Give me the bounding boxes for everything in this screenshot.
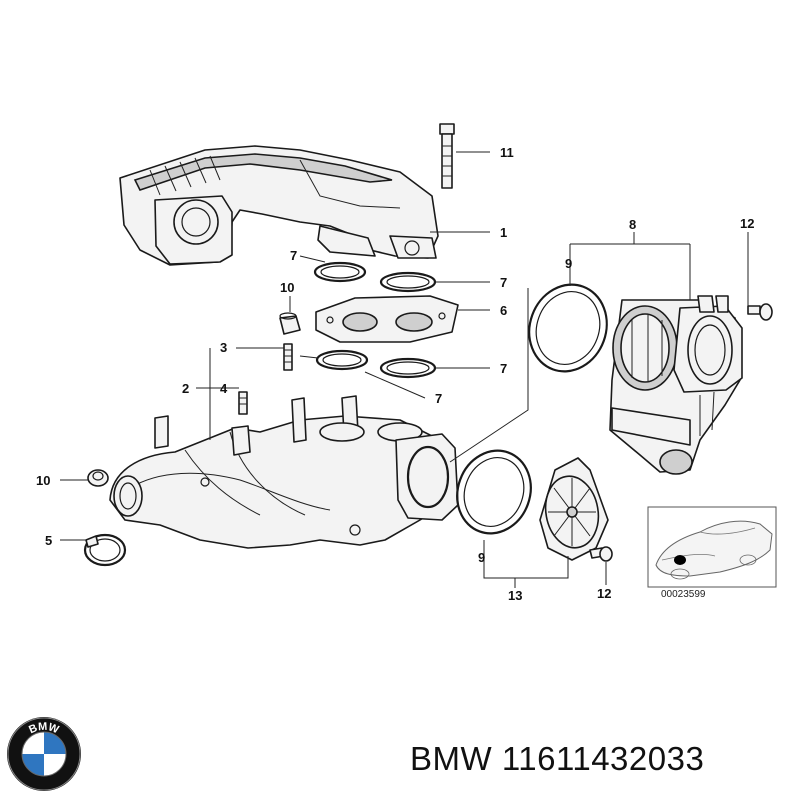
stud-3: [283, 343, 293, 371]
callout-numbers: 11 1 7 7 10 6 3 7 2 4 7 10 5 8 9 12 9 13…: [36, 145, 754, 603]
hose-clamp: [83, 533, 127, 567]
callout-7c: 7: [500, 361, 507, 376]
callout-3: 3: [220, 340, 227, 355]
location-inset: 00023599: [647, 506, 777, 600]
upper-intake-manifold: [119, 145, 439, 266]
diagram-number: 00023599: [661, 589, 706, 600]
callout-9b: 9: [478, 550, 485, 565]
o-rings-upper: [313, 261, 437, 293]
callout-5: 5: [45, 533, 52, 548]
gasket-9-upper: [528, 283, 608, 373]
gasket-plate: [315, 295, 459, 343]
callout-12a: 12: [740, 216, 754, 231]
o-rings-lower: [315, 349, 437, 379]
lower-intake-manifold: [109, 395, 459, 549]
callout-13: 13: [508, 588, 522, 603]
leader-lines: [60, 151, 749, 588]
bmw-logo: BMW: [7, 717, 81, 791]
bolt-11: [439, 123, 455, 189]
callout-4: 4: [220, 381, 228, 396]
callout-10b: 10: [36, 473, 50, 488]
part-number: 11611432033: [501, 740, 705, 777]
callout-7a: 7: [290, 248, 297, 263]
part-caption: BMW 11611432033: [410, 740, 704, 778]
screw-12-lower: [589, 546, 613, 562]
callout-7d: 7: [435, 391, 442, 406]
callout-8: 8: [629, 217, 636, 232]
throttle-cover: [539, 457, 609, 561]
throttle-housing: [609, 295, 743, 475]
callout-11: 11: [500, 145, 514, 160]
stud-4: [238, 391, 248, 415]
callout-12b: 12: [597, 586, 611, 601]
brand-name: BMW: [410, 740, 493, 777]
callout-9a: 9: [565, 256, 572, 271]
callout-10a: 10: [280, 280, 294, 295]
callout-1: 1: [500, 225, 507, 240]
gasket-9-lower: [456, 449, 532, 535]
nut-10-upper: [279, 312, 301, 335]
callout-6: 6: [500, 303, 507, 318]
callout-7b: 7: [500, 275, 507, 290]
screw-12-upper: [747, 303, 773, 321]
cap-10-lower: [87, 469, 109, 487]
callout-2: 2: [182, 381, 189, 396]
